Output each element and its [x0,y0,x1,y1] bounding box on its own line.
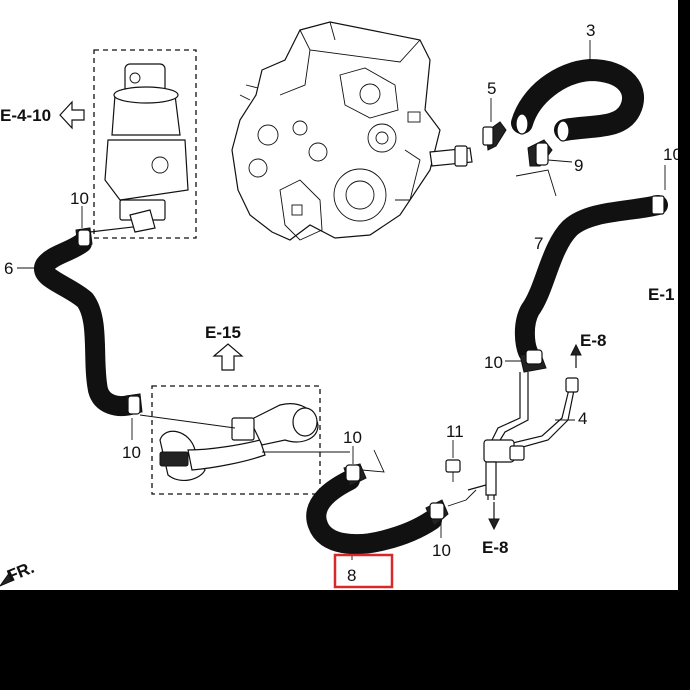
hose-6 [17,233,140,417]
clamp-10-right [505,349,547,373]
engine-block [231,21,473,241]
clamp-10-mid [343,446,385,487]
bolt-11 [445,440,461,482]
label-part-10-mid: 10 [343,428,362,447]
label-part-10-bottom: 10 [432,541,451,560]
label-part-6: 6 [4,259,13,278]
clamp-5 [482,98,507,151]
label-part-10-edge: 10 [663,145,678,164]
hose-7 [514,165,668,362]
orientation-label: FR. [4,558,37,586]
label-part-7: 7 [534,234,543,253]
hose-8 [306,470,442,560]
label-part-10-right: 10 [484,353,503,372]
ref-e-15: E-15 [205,323,241,342]
orientation-arrow [0,571,15,587]
hose-3 [511,40,644,142]
label-part-4: 4 [578,409,587,428]
egr-valve-group [59,49,197,239]
parts-diagram-sheet: 3 5 9 10 7 10 4 11 10 10 10 10 6 8 E-4-1… [0,0,682,590]
label-part-8: 8 [347,566,356,585]
part-8-highlight [333,553,394,589]
parts-diagram: 3 5 9 10 7 10 4 11 10 10 10 10 6 8 E-4-1… [0,21,682,589]
label-part-10-egr: 10 [70,189,89,208]
label-part-10-clip: 10 [122,443,141,462]
ref-e-1: E-1 [648,285,674,304]
clamp-10-left [125,393,143,440]
label-part-3: 3 [586,21,595,40]
pipe-assembly-4 [467,343,582,531]
label-part-5: 5 [487,79,496,98]
clamp-10-egr [75,227,93,249]
label-part-11: 11 [446,422,464,441]
clamp-9 [515,139,573,197]
ref-e-8-top: E-8 [580,331,606,350]
ref-e-4-10: E-4-10 [0,106,51,125]
label-part-9: 9 [574,156,583,175]
clamp-10-bottom [425,489,477,538]
ref-e-8-bottom: E-8 [482,538,508,557]
thermostat-housing-group [139,343,350,495]
